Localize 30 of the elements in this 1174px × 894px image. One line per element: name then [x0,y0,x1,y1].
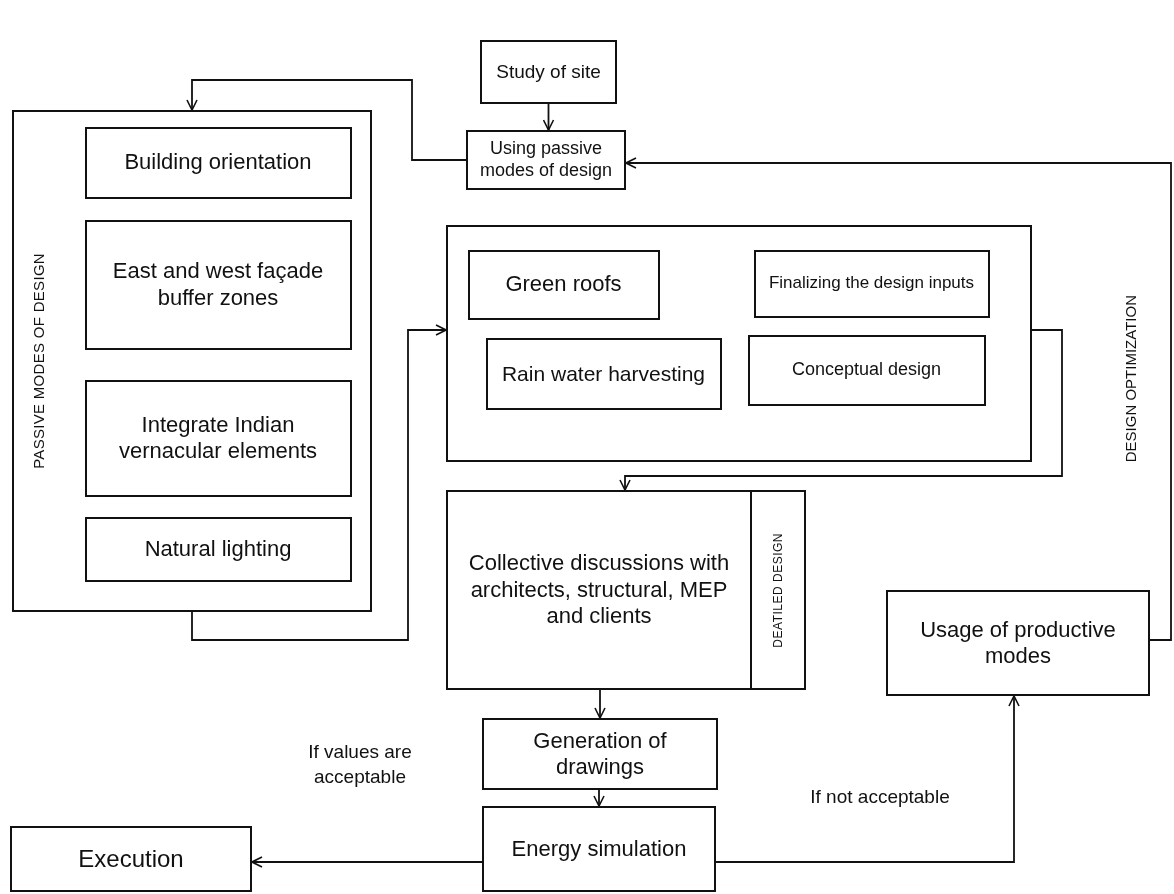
process-box: Green roofs [467,249,660,320]
arrow [715,695,1020,863]
process-box: Using passive modes of design [466,130,626,190]
process-box: Integrate Indian vernacular elements [84,379,352,497]
process-box: Rain water harvesting [485,337,722,410]
process-box [446,490,806,690]
process-box: Finalizing the design inputs [753,249,990,318]
arrow [593,789,605,807]
process-box: Execution [10,826,252,892]
arrow [251,856,483,868]
box-text: Collective discussions with architects, structural, MEP and clients [467,550,731,630]
process-box: Building orientation [84,126,352,199]
group-box [446,225,1032,462]
process-box: Usage of productive modes [886,590,1150,696]
arrow [594,689,606,719]
process-box: Energy simulation [482,806,716,892]
arrow [186,79,467,161]
process-box: Generation of drawings [482,718,718,790]
arrow [191,324,447,641]
arrow [625,157,1172,641]
process-box: Natural lighting [84,516,352,582]
group-title: PASSIVE MODES OF DESIGN [30,253,47,469]
side-label: DESIGN OPTIMIZATION [1122,295,1139,463]
side-title: DEATILED DESIGN [771,532,785,648]
process-box: Conceptual design [747,334,986,406]
group-box [12,110,372,612]
arrow [542,103,555,131]
process-box: Study of site [480,40,617,104]
arrow [619,329,1063,491]
process-box: East and west façade buffer zones [84,219,352,350]
